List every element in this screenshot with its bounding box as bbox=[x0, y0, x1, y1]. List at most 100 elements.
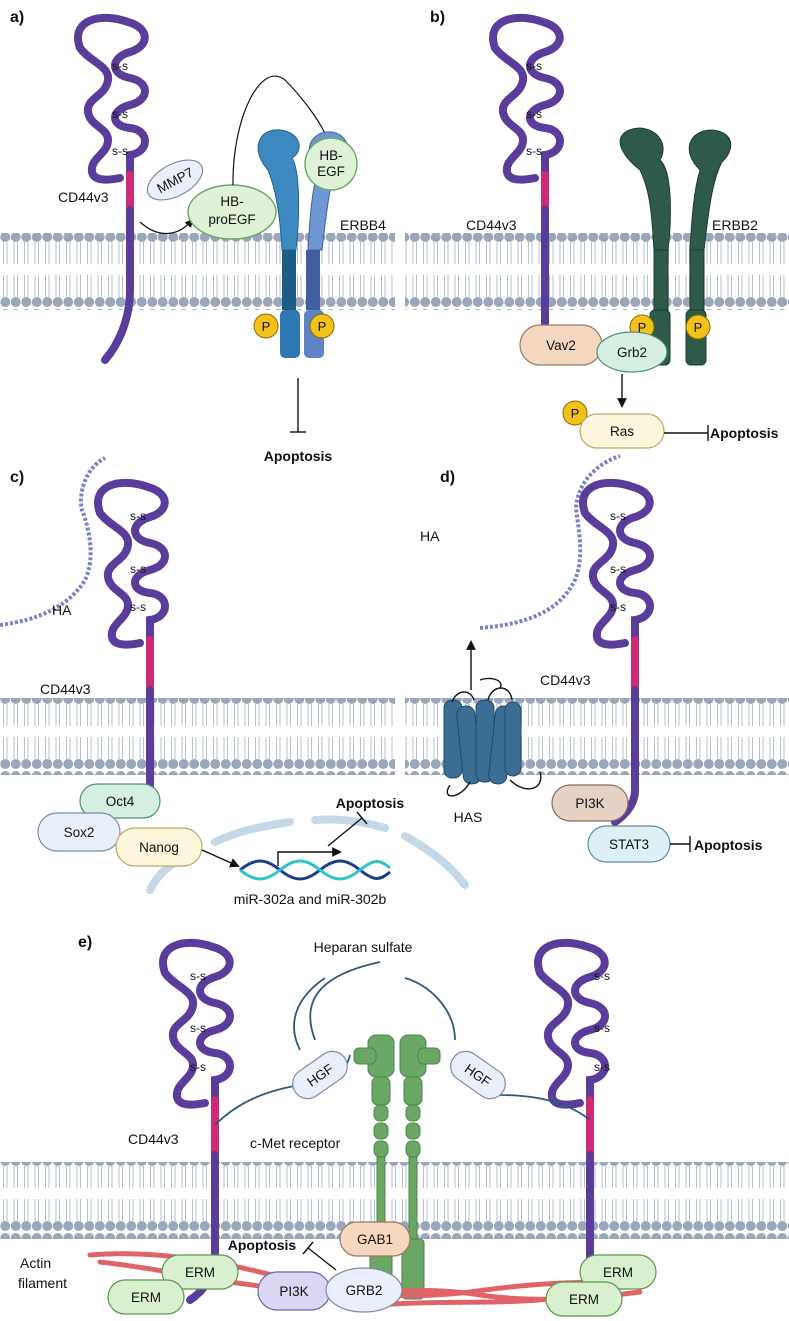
ss-bond-c-2: s-s bbox=[130, 562, 146, 576]
apoptosis-label-b: Apoptosis bbox=[710, 425, 779, 441]
transcription-arrow bbox=[277, 847, 342, 866]
grb2-oval-b: Grb2 bbox=[596, 331, 668, 373]
cmet-label: c-Met receptor bbox=[250, 1135, 341, 1151]
inhibition-b bbox=[664, 425, 709, 441]
erm-right-2: ERM bbox=[545, 1281, 623, 1317]
sox2-oval: Sox2 bbox=[37, 812, 121, 852]
cd44v3-c bbox=[94, 478, 169, 794]
svg-text:P: P bbox=[571, 406, 580, 421]
erm-label-right-1: ERM bbox=[603, 1265, 633, 1280]
hb-egf-oval: HB- EGF bbox=[304, 137, 358, 191]
actin-label-2: filament bbox=[18, 1275, 67, 1291]
shedding-arrow-a bbox=[232, 75, 330, 186]
has-loops bbox=[446, 677, 542, 797]
hb-proegf-label-1: HB- bbox=[220, 194, 243, 209]
apoptosis-label-e: Apoptosis bbox=[228, 1237, 297, 1253]
ss-bond-d-1: s-s bbox=[610, 509, 626, 523]
ras-phospho: P bbox=[562, 400, 588, 426]
ss-bond-e-right-3: s-s bbox=[594, 1060, 610, 1074]
hb-egf-label-1: HB- bbox=[319, 148, 342, 163]
erm-label-right-2: ERM bbox=[569, 1292, 599, 1307]
panel-label-b: b) bbox=[430, 9, 445, 26]
membrane-a bbox=[0, 233, 395, 310]
panel-label-e: e) bbox=[78, 934, 92, 951]
pi3k-oval-d: PI3K bbox=[551, 784, 629, 822]
ss-bond-b-2: s-s bbox=[526, 107, 542, 121]
stat3-oval: STAT3 bbox=[587, 825, 671, 863]
panel-label-d: d) bbox=[440, 469, 455, 486]
inhibition-a bbox=[290, 378, 306, 433]
erm-left-2: ERM bbox=[107, 1279, 185, 1315]
ss-bond-a-2: s-s bbox=[112, 107, 128, 121]
svg-text:P: P bbox=[318, 319, 327, 334]
cd44v3-label-c: CD44v3 bbox=[40, 681, 91, 697]
cmet-receptor bbox=[353, 1034, 441, 1300]
apoptosis-label-a: Apoptosis bbox=[264, 448, 333, 464]
mmp7-oval: MMP7 bbox=[146, 159, 204, 201]
ss-bond-e-left-2: s-s bbox=[190, 1021, 206, 1035]
ss-bond-a-3: s-s bbox=[112, 144, 128, 158]
erm-label-left-2: ERM bbox=[131, 1290, 161, 1305]
ss-bond-c-1: s-s bbox=[130, 509, 146, 523]
cd44v3-a bbox=[74, 13, 149, 364]
ss-bond-c-3: s-s bbox=[130, 600, 146, 614]
vav2-oval: Vav2 bbox=[519, 324, 603, 366]
cd44v3-label-a: CD44v3 bbox=[58, 189, 109, 205]
erm-left-1: ERM bbox=[161, 1254, 239, 1290]
ss-bond-a-1: s-s bbox=[112, 59, 128, 73]
svg-text:P: P bbox=[694, 320, 703, 335]
arrow-nanog-dna bbox=[201, 849, 240, 868]
inhibition-e bbox=[302, 1241, 337, 1271]
pi3k-label-e: PI3K bbox=[279, 1284, 308, 1299]
ha-chain-d bbox=[479, 454, 621, 630]
inhibition-d bbox=[670, 836, 691, 852]
apoptosis-label-d: Apoptosis bbox=[694, 837, 763, 853]
ss-bond-e-right-1: s-s bbox=[594, 969, 610, 983]
dna-helix bbox=[239, 859, 391, 881]
cd44v3-label-b: CD44v3 bbox=[466, 217, 517, 233]
panel-label-a: a) bbox=[10, 9, 24, 26]
gab1-label: GAB1 bbox=[357, 1232, 393, 1247]
cd44v3-label-e: CD44v3 bbox=[128, 1131, 179, 1147]
ss-bond-e-left-3: s-s bbox=[190, 1060, 206, 1074]
grb2-label-e: GRB2 bbox=[346, 1283, 383, 1298]
sox2-label: Sox2 bbox=[64, 825, 95, 840]
actin-label-1: Actin bbox=[20, 1255, 51, 1271]
pi3k-label-d: PI3K bbox=[575, 796, 604, 811]
ss-bond-d-3: s-s bbox=[610, 600, 626, 614]
ss-bond-b-3: s-s bbox=[526, 144, 542, 158]
inhibition-c bbox=[327, 811, 368, 847]
pi3k-oval-e: PI3K bbox=[257, 1271, 331, 1311]
nanog-label: Nanog bbox=[139, 840, 179, 855]
membrane-b bbox=[405, 233, 789, 310]
svg-text:P: P bbox=[638, 320, 647, 335]
hgf-oval-right: HGF bbox=[450, 1050, 506, 1100]
svg-text:P: P bbox=[262, 319, 271, 334]
panel-label-c: c) bbox=[10, 469, 24, 486]
ha-chain-c bbox=[0, 456, 107, 627]
apoptosis-label-c: Apoptosis bbox=[336, 795, 405, 811]
ha-label-c: HA bbox=[52, 602, 72, 618]
oct4-label: Oct4 bbox=[106, 794, 135, 809]
membrane-c bbox=[0, 698, 395, 775]
grb2-label-b: Grb2 bbox=[617, 345, 647, 360]
ha-label-d: HA bbox=[420, 528, 440, 544]
phospho-a-1: P bbox=[253, 313, 279, 339]
ss-bond-e-right-2: s-s bbox=[594, 1021, 610, 1035]
hb-egf-label-2: EGF bbox=[317, 164, 345, 179]
ss-bond-b-1: s-s bbox=[526, 59, 542, 73]
heparan-sulfate-label: Heparan sulfate bbox=[314, 939, 413, 955]
vav2-label: Vav2 bbox=[546, 338, 576, 353]
mirna-label: miR-302a and miR-302b bbox=[234, 891, 387, 907]
hb-proegf-label-2: proEGF bbox=[208, 212, 255, 227]
ss-bond-e-left-1: s-s bbox=[190, 969, 206, 983]
cd44v3-e-right bbox=[534, 938, 614, 1302]
gab1-oval: GAB1 bbox=[339, 1221, 411, 1257]
oct4-oval: Oct4 bbox=[79, 783, 161, 819]
cd44v3-b bbox=[489, 13, 564, 344]
cleavage-arrow-a bbox=[139, 218, 194, 235]
hb-proegf-oval: HB- proEGF bbox=[187, 184, 277, 240]
ras-label: Ras bbox=[610, 424, 634, 439]
erm-label-left-1: ERM bbox=[185, 1265, 215, 1280]
